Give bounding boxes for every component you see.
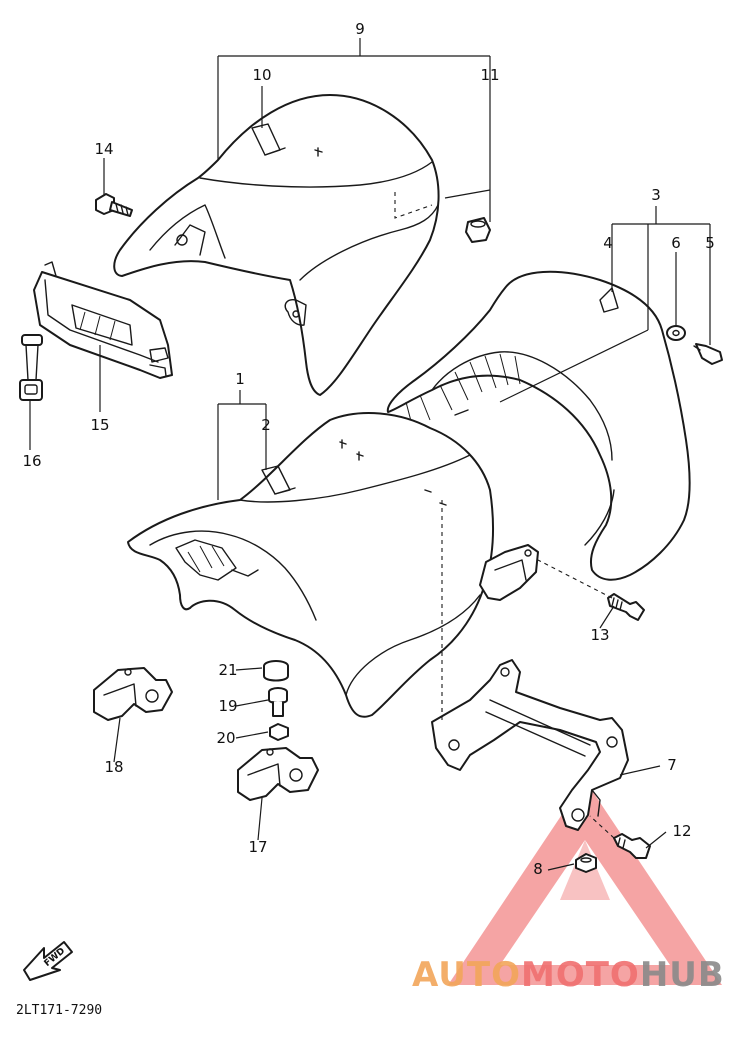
label-part-7: 7	[667, 756, 677, 774]
watermark-triangle-icon	[448, 780, 722, 985]
label-part-13: 13	[590, 626, 609, 644]
svg-text:AUTOMOTOHUB: AUTOMOTOHUB	[412, 955, 725, 995]
label-part-18: 18	[104, 758, 123, 776]
rear-seat-part-9	[113, 94, 440, 396]
seat-bracket-part-7	[431, 659, 629, 831]
watermark-text-hub: HUB	[640, 955, 725, 995]
label-part-14: 14	[94, 140, 113, 158]
nut-part-20	[269, 723, 289, 741]
bolt-part-12	[613, 833, 651, 859]
label-part-11: 11	[480, 66, 499, 84]
forward-arrow-icon: FWD	[23, 941, 73, 981]
front-seat-part-1	[127, 412, 494, 720]
label-part-4: 4	[603, 234, 613, 252]
label-part-19: 19	[218, 697, 237, 715]
part-number-labels: 9 10 11 14 3 4 6 5 1 2 15 16 13 21 19 20…	[22, 20, 714, 878]
label-part-9: 9	[355, 20, 365, 38]
lock-bracket-part-17	[237, 747, 319, 801]
nut-part-8	[575, 853, 597, 873]
label-part-12: 12	[672, 822, 691, 840]
washer-part-6	[666, 325, 686, 341]
label-part-8: 8	[533, 860, 543, 878]
leader-lines	[29, 38, 711, 871]
bolt-part-14	[95, 193, 133, 217]
label-part-6: 6	[671, 234, 681, 252]
label-part-3: 3	[651, 186, 661, 204]
lock-bracket-part-18	[93, 667, 173, 721]
label-part-15: 15	[90, 416, 109, 434]
watermark-text-moto: MOTO	[521, 955, 640, 995]
label-part-17: 17	[248, 838, 267, 856]
watermark-text-auto: AUTO	[412, 955, 521, 995]
label-part-1: 1	[235, 370, 245, 388]
hinge-plate	[479, 544, 539, 601]
bolt-part-19	[268, 687, 288, 717]
label-part-16: 16	[22, 452, 41, 470]
label-part-20: 20	[216, 729, 235, 747]
grommet-part-11	[465, 217, 491, 243]
label-part-2: 2	[261, 416, 271, 434]
watermark-text: AUTOMOTOHUB	[412, 955, 725, 995]
bolt-part-13	[607, 593, 645, 621]
strap-part-16	[19, 334, 43, 401]
bracket-part-15	[33, 261, 173, 379]
diagram-code: 2LT171-7290	[16, 1003, 102, 1018]
label-part-21: 21	[218, 661, 237, 679]
screw-part-5	[693, 343, 723, 365]
label-part-10: 10	[252, 66, 271, 84]
label-part-5: 5	[705, 234, 715, 252]
cap-part-21	[263, 660, 289, 682]
